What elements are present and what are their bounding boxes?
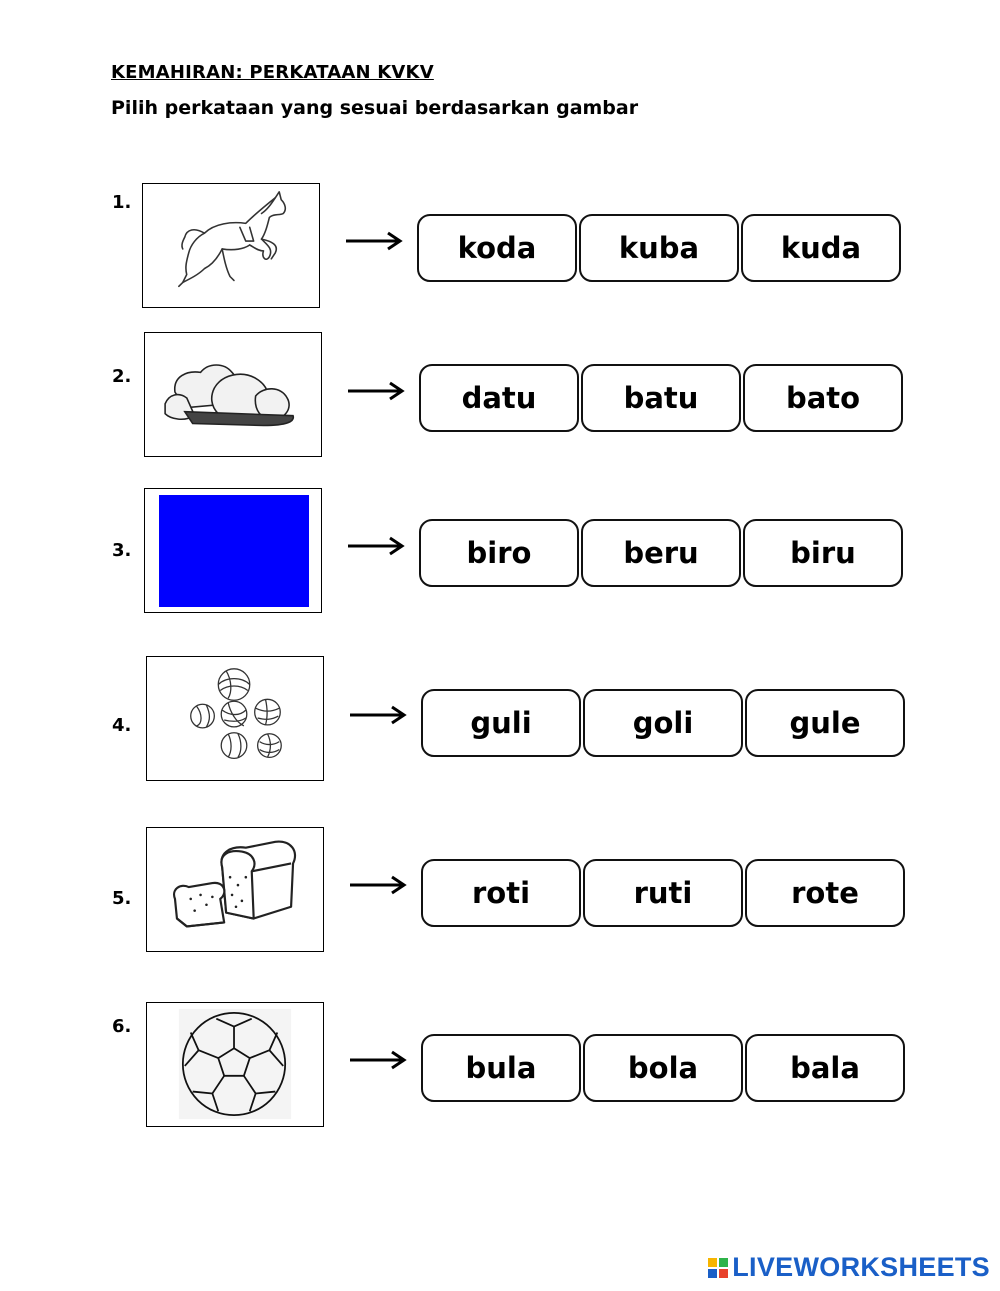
answer-options: roti ruti rote [421,859,907,927]
question-number: 6. [112,1016,132,1037]
answer-options: koda kuba kuda [417,214,903,282]
answer-option[interactable]: roti [421,859,581,927]
answer-option[interactable]: beru [581,519,741,587]
answer-option[interactable]: ruti [583,859,743,927]
answer-options: biro beru biru [419,519,905,587]
marbles-icon [190,668,282,759]
answer-option[interactable]: guli [421,689,581,757]
question-picture [146,1002,324,1127]
answer-option[interactable]: gule [745,689,905,757]
question-number: 5. [112,888,132,909]
horse-icon [178,191,287,288]
brand-name: LIVEWORKSHEETS [732,1252,990,1282]
arrow-icon [346,231,403,251]
arrow-icon [350,705,407,725]
answer-option[interactable]: biro [419,519,579,587]
question-picture [142,183,320,308]
question-picture [146,656,324,781]
question-number: 3. [112,540,132,561]
answer-options: datu batu bato [419,364,905,432]
answer-option[interactable]: rote [745,859,905,927]
logo-mark-icon [708,1257,729,1278]
question-picture [146,827,324,952]
worksheet-title: KEMAHIRAN: PERKATAAN KVKV [111,62,434,83]
question-number: 4. [112,715,132,736]
arrow-icon [348,536,405,556]
answer-options: guli goli gule [421,689,907,757]
arrow-icon [348,381,405,401]
blue-square [159,495,309,607]
answer-options: bula bola bala [421,1034,907,1102]
answer-option[interactable]: bato [743,364,903,432]
answer-option[interactable]: kuba [579,214,739,282]
question-number: 1. [112,192,132,213]
answer-option[interactable]: koda [417,214,577,282]
answer-option[interactable]: datu [419,364,579,432]
answer-option[interactable]: goli [583,689,743,757]
stones-icon [164,364,295,427]
arrow-icon [350,875,407,895]
arrow-icon [350,1050,407,1070]
brand-logo[interactable]: LIVEWORKSHEETS [708,1252,990,1283]
ball-icon [178,1008,292,1120]
answer-option[interactable]: kuda [741,214,901,282]
answer-option[interactable]: bala [745,1034,905,1102]
answer-option[interactable]: bola [583,1034,743,1102]
answer-option[interactable]: biru [743,519,903,587]
question-picture [144,488,322,613]
answer-option[interactable]: batu [581,364,741,432]
bread-icon [173,840,297,928]
question-number: 2. [112,366,132,387]
worksheet-instruction: Pilih perkataan yang sesuai berdasarkan … [111,97,639,119]
question-picture [144,332,322,457]
answer-option[interactable]: bula [421,1034,581,1102]
